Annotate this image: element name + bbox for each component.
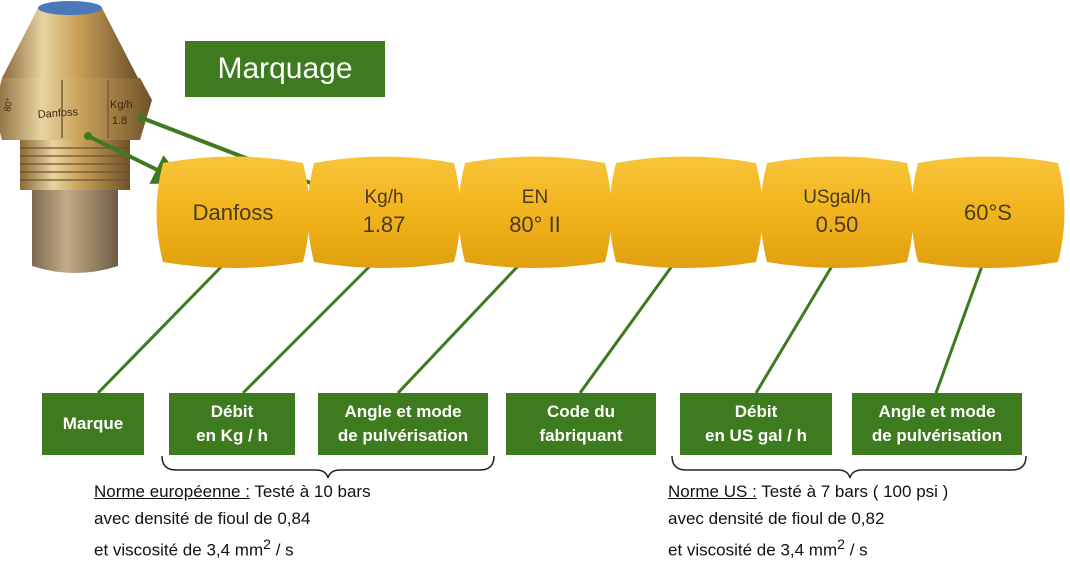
connector-5 bbox=[754, 265, 834, 394]
connector-1 bbox=[96, 264, 224, 395]
note-european-test: Testé à 10 bars bbox=[249, 482, 371, 501]
note-us-unit: / s bbox=[845, 540, 868, 560]
label-debit-kg-line1: Débit bbox=[210, 402, 254, 422]
nozzle-cap bbox=[2, 8, 138, 78]
segment-shape-2 bbox=[307, 156, 461, 268]
segment-brand: Danfoss bbox=[163, 168, 303, 258]
note-us-line1: Norme US : Testé à 7 bars ( 100 psi ) bbox=[668, 478, 948, 505]
segment-en-label: EN bbox=[521, 187, 549, 209]
segment-shapes bbox=[156, 156, 1065, 268]
connector-4 bbox=[578, 265, 674, 394]
connector-6 bbox=[934, 265, 984, 394]
segment-shape-1 bbox=[156, 156, 310, 268]
segment-en-angle-value: 80° II bbox=[509, 212, 561, 238]
brace-us bbox=[671, 455, 1027, 479]
label-marque-line1: Marque bbox=[62, 414, 124, 434]
segment-shape-4 bbox=[609, 156, 763, 268]
label-angle-mode-us-line1: Angle et mode bbox=[878, 402, 996, 422]
note-european-line3: et viscosité de 3,4 mm2 / s bbox=[94, 532, 371, 564]
segment-shape-6 bbox=[911, 156, 1065, 268]
label-marque: Marque bbox=[42, 393, 144, 455]
note-us: Norme US : Testé à 7 bars ( 100 psi ) av… bbox=[668, 478, 948, 564]
segment-brand-line1: Danfoss bbox=[192, 199, 274, 225]
note-european-heading: Norme européenne : bbox=[94, 482, 250, 501]
nozzle-illustration: Danfoss Kg/h 1.8 80° bbox=[0, 1, 152, 273]
label-debit-usgal: Débit en US gal / h bbox=[680, 393, 832, 455]
segment-flow-usgal-unit: USgal/h bbox=[803, 187, 871, 209]
label-angle-mode-us-line2: de pulvérisation bbox=[871, 426, 1003, 445]
connector-lines bbox=[96, 264, 984, 395]
segment-manufacturer-code bbox=[616, 168, 756, 258]
segment-flow-usgal: USgal/h 0.50 bbox=[767, 168, 907, 258]
note-us-viscosity: et viscosité de 3,4 mm bbox=[668, 540, 838, 560]
diagram-title: Marquage bbox=[185, 41, 385, 97]
note-us-test: Testé à 7 bars ( 100 psi ) bbox=[756, 482, 949, 501]
nozzle-engraving-unit: Kg/h bbox=[110, 99, 133, 111]
note-european-line1: Norme européenne : Testé à 10 bars bbox=[94, 478, 371, 505]
brace-european bbox=[161, 455, 495, 479]
nozzle-engraving-angle: 80° bbox=[2, 97, 14, 113]
segment-shape-3 bbox=[458, 156, 612, 268]
nozzle-engraving-brand: Danfoss bbox=[37, 106, 79, 121]
segment-us-angle-line1: 60°S bbox=[964, 199, 1012, 225]
label-code-line2: fabriquant bbox=[539, 426, 623, 445]
connector-2 bbox=[241, 264, 372, 395]
note-us-sup: 2 bbox=[837, 537, 845, 553]
segment-en-angle: EN 80° II bbox=[465, 168, 605, 258]
label-debit-kg: Débit en Kg / h bbox=[169, 393, 295, 455]
label-angle-mode-eu: Angle et mode de pulvérisation bbox=[318, 393, 488, 455]
nozzle-hex-body bbox=[0, 78, 152, 140]
segment-shape-5 bbox=[760, 156, 914, 268]
braces bbox=[161, 455, 1027, 479]
label-code-fabriquant: Code du fabriquant bbox=[506, 393, 656, 455]
label-debit-usgal-line1: Débit bbox=[734, 402, 778, 422]
note-european-viscosity: et viscosité de 3,4 mm bbox=[94, 540, 264, 560]
nozzle-engraving-value: 1.8 bbox=[112, 115, 127, 127]
segment-flow-kg-value: 1.87 bbox=[362, 212, 406, 238]
label-debit-usgal-line2: en US gal / h bbox=[704, 426, 808, 445]
note-european-unit: / s bbox=[271, 540, 294, 560]
note-european-sup: 2 bbox=[263, 537, 271, 553]
note-us-line3: et viscosité de 3,4 mm2 / s bbox=[668, 532, 948, 564]
nozzle-orifice bbox=[38, 1, 102, 15]
note-european: Norme européenne : Testé à 10 bars avec … bbox=[94, 478, 371, 564]
note-european-line2: avec densité de fioul de 0,84 bbox=[94, 509, 311, 528]
segment-flow-kg-unit: Kg/h bbox=[364, 187, 404, 209]
note-us-line2: avec densité de fioul de 0,82 bbox=[668, 509, 885, 528]
segment-flow-usgal-value: 0.50 bbox=[815, 212, 859, 238]
nozzle-filter bbox=[32, 190, 118, 273]
note-us-heading: Norme US : bbox=[668, 482, 757, 501]
label-angle-mode-eu-line2: de pulvérisation bbox=[337, 426, 469, 445]
segment-flow-kg: Kg/h 1.87 bbox=[314, 168, 454, 258]
segment-us-angle: 60°S bbox=[918, 168, 1058, 258]
label-angle-mode-eu-line1: Angle et mode bbox=[344, 402, 462, 422]
label-debit-kg-line2: en Kg / h bbox=[196, 426, 268, 445]
label-code-line1: Code du bbox=[547, 402, 615, 422]
label-angle-mode-us: Angle et mode de pulvérisation bbox=[852, 393, 1022, 455]
connector-3 bbox=[396, 264, 520, 395]
